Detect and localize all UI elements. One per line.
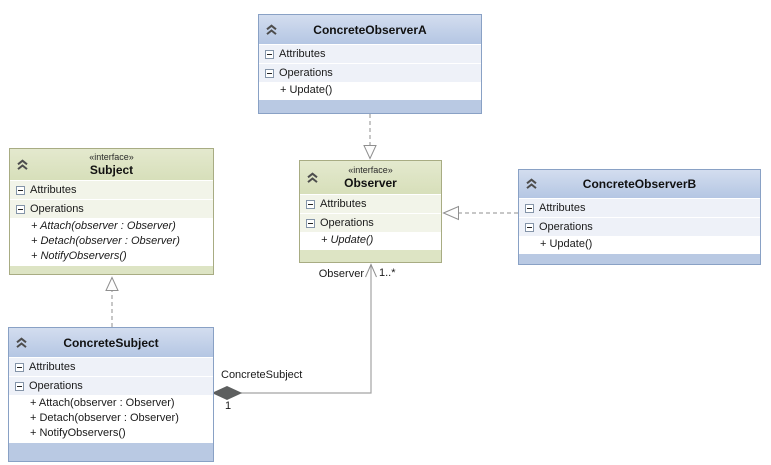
operation-item[interactable]: + Attach(observer : Observer)	[30, 397, 175, 409]
operation-item[interactable]: + NotifyObservers()	[30, 427, 126, 439]
composition-diamond-icon	[211, 385, 243, 401]
operation-item[interactable]: + NotifyObservers()	[31, 250, 127, 262]
class-header[interactable]: ConcreteSubject	[9, 328, 213, 357]
operation-item[interactable]: + Detach(observer : Observer)	[30, 412, 179, 424]
operations-section-row[interactable]: Operations	[9, 377, 213, 395]
class-name: ConcreteSubject	[63, 335, 159, 350]
minus-box-icon[interactable]	[15, 381, 24, 391]
class-name: ConcreteObserverB	[582, 177, 697, 191]
class-footer-strip	[300, 250, 441, 262]
association-target-multiplicity-label: 1..*	[379, 267, 396, 279]
class-header[interactable]: «interface» Observer	[300, 161, 441, 194]
operations-section-row[interactable]: Operations	[300, 214, 441, 232]
operations-section-row[interactable]: Operations	[259, 64, 481, 82]
class-box-subject[interactable]: «interface» Subject Attributes Operation…	[9, 148, 214, 275]
minus-box-icon[interactable]	[16, 185, 25, 195]
operations-label: Operations	[320, 217, 374, 229]
operation-item[interactable]: + Update()	[280, 84, 333, 96]
attributes-label: Attributes	[279, 48, 326, 60]
edge-realization-concretesubject-subject[interactable]	[105, 276, 119, 328]
operations-label: Operations	[29, 380, 83, 392]
attributes-section-row[interactable]: Attributes	[10, 181, 213, 199]
minus-box-icon[interactable]	[265, 68, 274, 78]
class-footer-strip	[9, 443, 213, 461]
attributes-section-row[interactable]: Attributes	[519, 199, 760, 217]
edge-realization-concreteobserverb-observer[interactable]	[442, 205, 519, 221]
edge-realization-concreteobservera-observer[interactable]	[363, 114, 377, 160]
class-box-concrete-observer-a[interactable]: ConcreteObserverA Attributes Operations …	[258, 14, 482, 114]
operation-item[interactable]: + Update()	[540, 238, 593, 250]
operation-item[interactable]: + Detach(observer : Observer)	[31, 235, 180, 247]
open-arrowhead-icon	[365, 263, 377, 278]
class-box-observer[interactable]: «interface» Observer Attributes Operatio…	[299, 160, 442, 263]
attributes-section-row[interactable]: Attributes	[9, 358, 213, 376]
operation-item[interactable]: + Attach(observer : Observer)	[31, 220, 176, 232]
minus-box-icon[interactable]	[16, 204, 25, 214]
class-box-concrete-observer-b[interactable]: ConcreteObserverB Attributes Operations …	[518, 169, 761, 265]
class-footer-strip	[259, 100, 481, 113]
operations-section-row[interactable]: Operations	[10, 200, 213, 218]
class-footer-strip	[519, 254, 760, 264]
association-source-role-label: ConcreteSubject	[221, 369, 303, 381]
operation-item[interactable]: + Update()	[321, 234, 374, 246]
attributes-section-row[interactable]: Attributes	[300, 195, 441, 213]
class-box-concrete-subject[interactable]: ConcreteSubject Attributes Operations + …	[8, 327, 214, 462]
attributes-label: Attributes	[29, 361, 76, 373]
attributes-section-row[interactable]: Attributes	[259, 45, 481, 63]
operations-label: Operations	[539, 221, 593, 233]
chevron-double-up-icon[interactable]	[16, 158, 29, 170]
class-name: ConcreteObserverA	[313, 22, 427, 37]
minus-box-icon[interactable]	[15, 362, 24, 372]
operations-label: Operations	[279, 67, 333, 79]
class-header[interactable]: ConcreteObserverB	[519, 170, 760, 198]
chevron-double-up-icon[interactable]	[15, 336, 28, 348]
class-header[interactable]: ConcreteObserverA	[259, 15, 481, 44]
minus-box-icon[interactable]	[306, 218, 315, 228]
stereotype-label: «interface»	[348, 165, 393, 175]
minus-box-icon[interactable]	[525, 222, 534, 232]
attributes-label: Attributes	[539, 202, 586, 214]
attributes-label: Attributes	[320, 198, 367, 210]
operations-label: Operations	[30, 203, 84, 215]
chevron-double-up-icon[interactable]	[525, 178, 538, 190]
class-name: Observer	[344, 176, 397, 190]
chevron-double-up-icon[interactable]	[306, 171, 319, 183]
attributes-label: Attributes	[30, 184, 77, 196]
class-header[interactable]: «interface» Subject	[10, 149, 213, 180]
minus-box-icon[interactable]	[265, 49, 274, 59]
operations-section-row[interactable]: Operations	[519, 218, 760, 236]
class-footer-strip	[10, 266, 213, 274]
association-target-role-label: Observer	[318, 268, 364, 280]
minus-box-icon[interactable]	[525, 203, 534, 213]
class-name: Subject	[89, 163, 134, 177]
association-source-multiplicity-label: 1	[225, 400, 232, 412]
minus-box-icon[interactable]	[306, 199, 315, 209]
chevron-double-up-icon[interactable]	[265, 23, 278, 35]
stereotype-label: «interface»	[89, 152, 134, 162]
